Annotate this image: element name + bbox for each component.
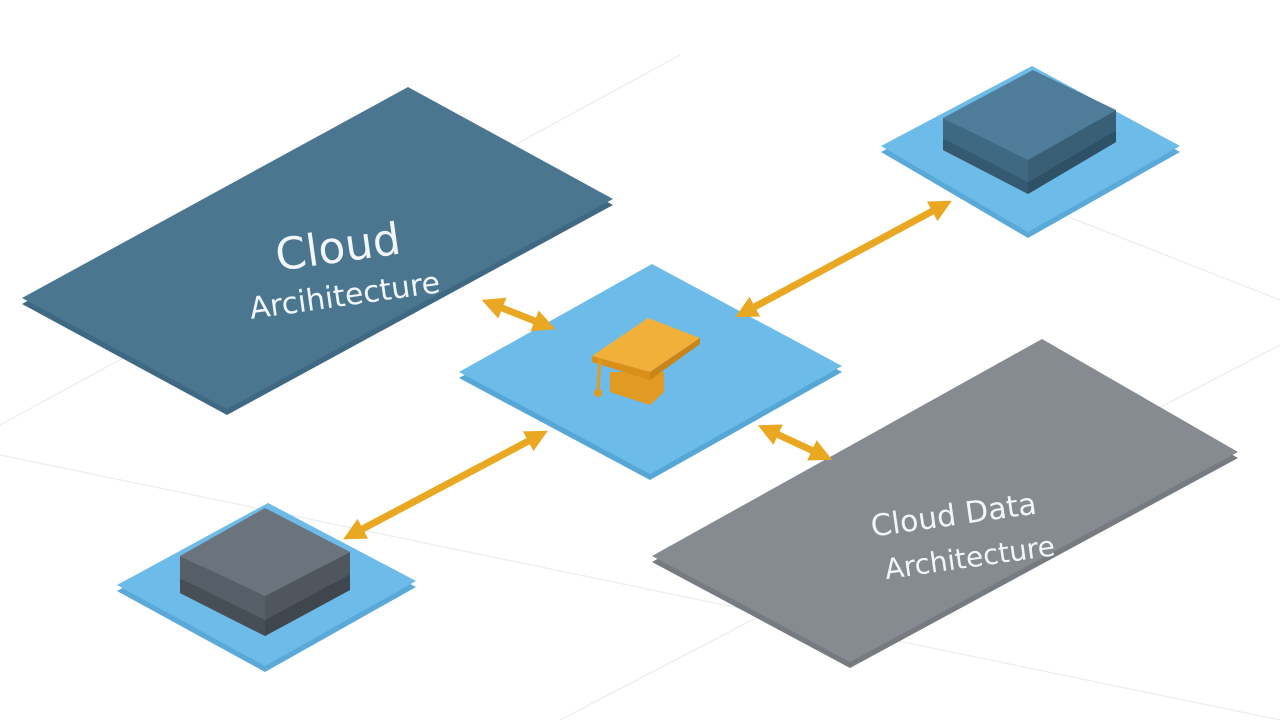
cloud-data-architecture-panel: Cloud Data Architecture [652, 339, 1238, 668]
connector-hub-cloud-architecture [481, 297, 556, 332]
cloud-architecture-panel: Cloud Arcihitecture [22, 87, 613, 415]
graduation-cap-icon [592, 318, 700, 405]
server-block-icon [180, 508, 350, 636]
connector-hub-cloud-data-architecture [757, 424, 833, 461]
connector-hub-bottom-left-server [343, 430, 548, 540]
server-block-icon [943, 70, 1116, 194]
bottom-left-server-node [117, 503, 416, 672]
connectors [343, 200, 952, 540]
top-right-server-node [881, 66, 1180, 238]
connector-hub-top-right-server [735, 200, 952, 318]
